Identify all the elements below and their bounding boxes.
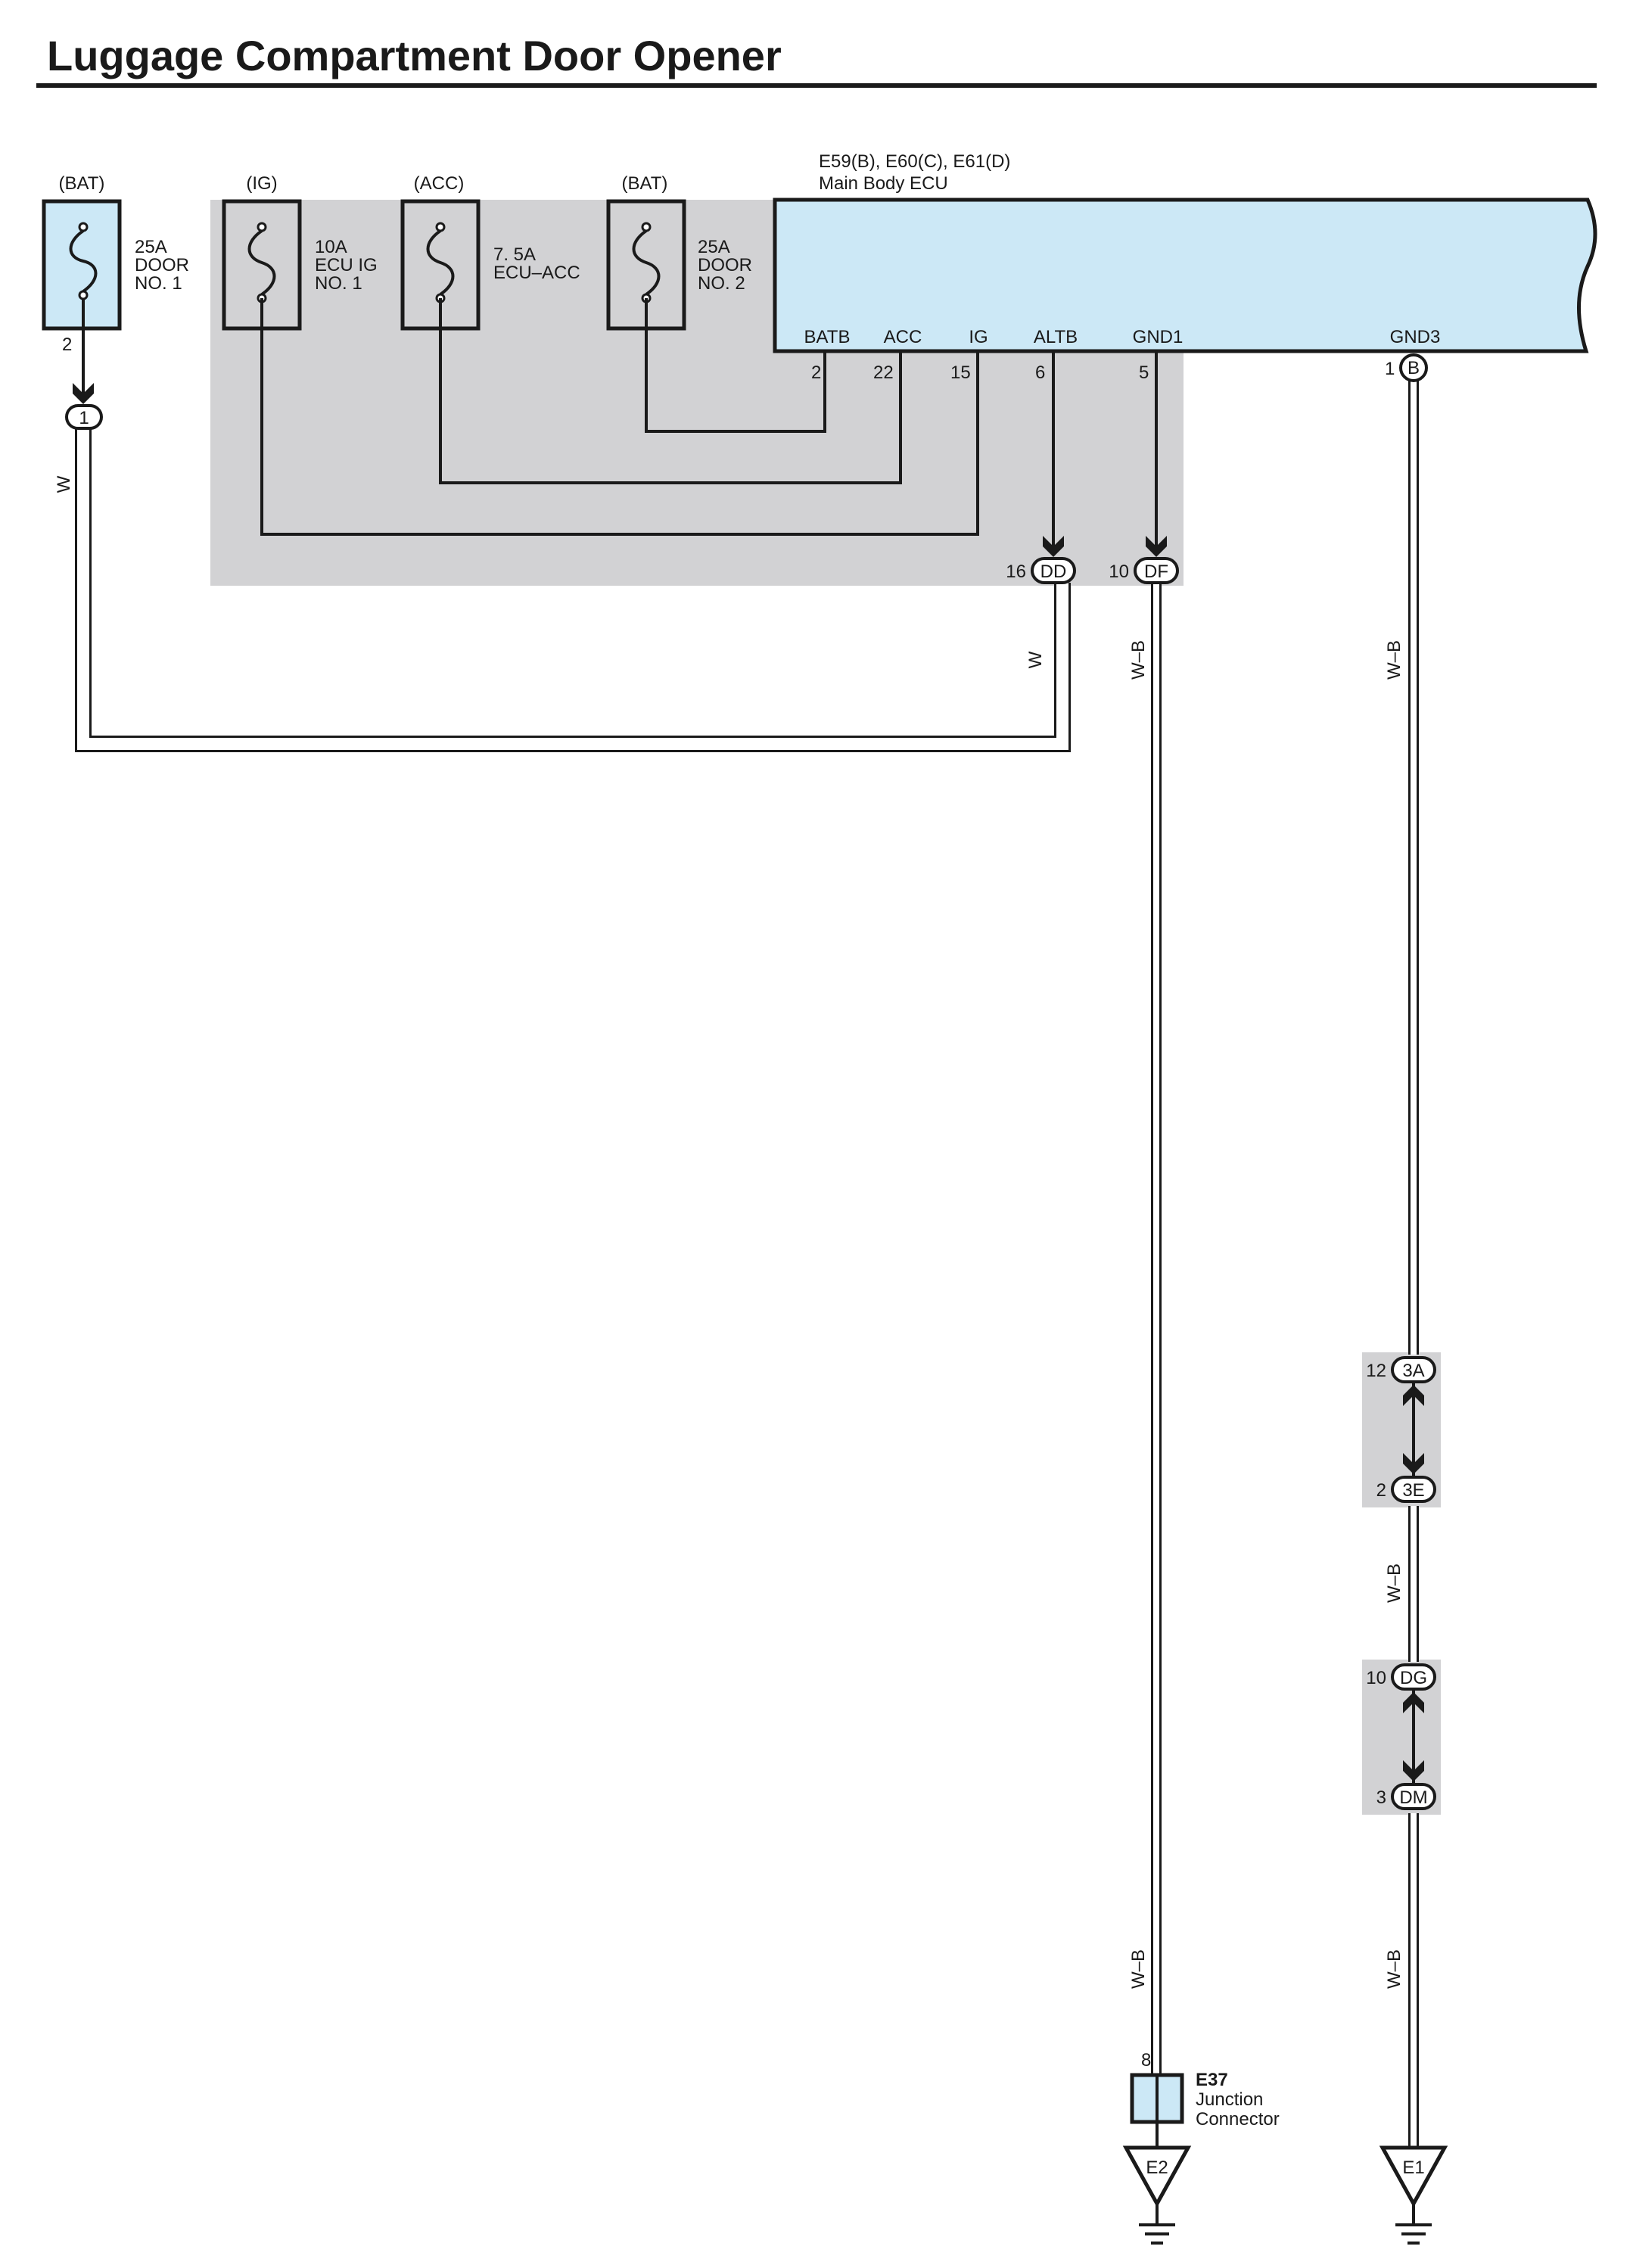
terminal-gnd3: GND3 bbox=[1390, 327, 1441, 347]
connector-dm-pin: 3 bbox=[1376, 1787, 1386, 1808]
pin-gnd3: 1 bbox=[1385, 359, 1395, 379]
connector-dg bbox=[1391, 1663, 1436, 1691]
fuse-rating-door2: 25A bbox=[698, 237, 730, 257]
ground-e1-label: E1 bbox=[1402, 2158, 1424, 2178]
ecu-name: Main Body ECU bbox=[819, 173, 948, 194]
pin-altb: 6 bbox=[1035, 362, 1045, 383]
connector-dd-pin: 16 bbox=[1006, 562, 1026, 582]
ground-e2-label: E2 bbox=[1146, 2158, 1168, 2178]
fuse-source-door1: (BAT) bbox=[59, 173, 105, 194]
wire-label-wb-gnd1-bot: W–B bbox=[1128, 1949, 1149, 1989]
arrow-df bbox=[1146, 536, 1167, 557]
ground-e2-symbol bbox=[1122, 2145, 1192, 2245]
connector-dg-code: DG bbox=[1400, 1668, 1427, 1688]
connector-3e-pin: 2 bbox=[1376, 1480, 1386, 1501]
fuse-source-ecuig1: (IG) bbox=[246, 173, 277, 194]
fuse-ecu-acc bbox=[400, 199, 481, 331]
fuse-rating-ecuacc: 7. 5A bbox=[493, 244, 536, 265]
fuse-name-ecuacc: ECU–ACC bbox=[493, 263, 580, 283]
ground-e1-symbol bbox=[1379, 2145, 1448, 2245]
connector-3a bbox=[1391, 1356, 1436, 1383]
fuse-name-ecuig1: ECU IG bbox=[315, 255, 378, 275]
arrow-fuse1-out bbox=[73, 383, 94, 404]
connector-3e-code: 3E bbox=[1402, 1480, 1424, 1501]
wire-label-w-dd: W bbox=[1025, 651, 1046, 668]
main-body-ecu bbox=[773, 198, 1597, 353]
wire-label-wb-gnd1-top: W–B bbox=[1128, 640, 1149, 680]
fuse-name-door2: DOOR bbox=[698, 255, 752, 275]
pin-gnd1: 5 bbox=[1139, 362, 1149, 383]
wire-door2-to-batb bbox=[645, 298, 826, 433]
connector-dd bbox=[1031, 557, 1076, 584]
wire-ecuig1-to-ig bbox=[260, 298, 979, 536]
link-arrow-dm bbox=[1403, 1760, 1424, 1781]
wire-label-wb-gnd3-top: W–B bbox=[1384, 640, 1404, 680]
connector-fuse-out-code: 1 bbox=[79, 408, 89, 428]
junction-e37-line2: Connector bbox=[1196, 2109, 1280, 2130]
title-rule bbox=[36, 83, 1597, 88]
fuse-source-ecuacc: (ACC) bbox=[414, 173, 465, 194]
connector-dm-code: DM bbox=[1399, 1787, 1427, 1808]
terminal-acc: ACC bbox=[884, 327, 922, 347]
wire-label-w-left: W bbox=[54, 475, 74, 493]
wire-label-wb-gnd3-mid: W–B bbox=[1384, 1563, 1404, 1603]
connector-gnd3-b bbox=[1399, 353, 1428, 382]
terminal-batb: BATB bbox=[804, 327, 851, 347]
connector-df bbox=[1134, 557, 1179, 584]
connector-df-code: DF bbox=[1144, 562, 1168, 582]
pin-acc: 22 bbox=[873, 362, 894, 383]
connector-3a-pin: 12 bbox=[1366, 1361, 1386, 1381]
fuse-out-pin: 2 bbox=[62, 334, 72, 355]
fuse-rating-door1: 25A bbox=[135, 237, 167, 257]
terminal-gnd1: GND1 bbox=[1133, 327, 1184, 347]
page-title: Luggage Compartment Door Opener bbox=[47, 32, 782, 79]
pin-batb: 2 bbox=[811, 362, 821, 383]
terminal-altb: ALTB bbox=[1034, 327, 1078, 347]
fuse-name2-door1: NO. 1 bbox=[135, 273, 182, 294]
junction-e37-pin: 8 bbox=[1141, 2050, 1151, 2070]
connector-gnd3-b-code: B bbox=[1407, 358, 1420, 378]
junction-e37-line1: Junction bbox=[1196, 2089, 1263, 2110]
connector-df-pin: 10 bbox=[1109, 562, 1129, 582]
fuse-name-door1: DOOR bbox=[135, 255, 189, 275]
link-arrow-3e bbox=[1403, 1453, 1424, 1474]
wire-w-loop-inner bbox=[77, 428, 1068, 750]
fuse-name2-ecuig1: NO. 1 bbox=[315, 273, 362, 294]
wire-label-wb-gnd3-bot: W–B bbox=[1384, 1949, 1404, 1989]
wire-ecuacc-to-acc bbox=[439, 298, 902, 484]
arrow-dd bbox=[1043, 536, 1064, 557]
connector-3a-code: 3A bbox=[1402, 1361, 1424, 1381]
junction-e37-id: E37 bbox=[1196, 2070, 1228, 2090]
connector-dm bbox=[1391, 1783, 1436, 1810]
link-arrow-dg bbox=[1403, 1692, 1424, 1713]
connector-3e bbox=[1391, 1476, 1436, 1503]
ecu-connector-ids: E59(B), E60(C), E61(D) bbox=[819, 151, 1010, 172]
terminal-ig: IG bbox=[969, 327, 988, 347]
connector-dd-code: DD bbox=[1040, 562, 1067, 582]
connector-fuse-out bbox=[65, 404, 103, 430]
fuse-name2-door2: NO. 2 bbox=[698, 273, 745, 294]
fuse-source-door2: (BAT) bbox=[622, 173, 668, 194]
pin-ig: 15 bbox=[950, 362, 971, 383]
connector-dg-pin: 10 bbox=[1366, 1668, 1386, 1688]
link-arrow-3a bbox=[1403, 1385, 1424, 1406]
fuse-rating-ecuig1: 10A bbox=[315, 237, 347, 257]
